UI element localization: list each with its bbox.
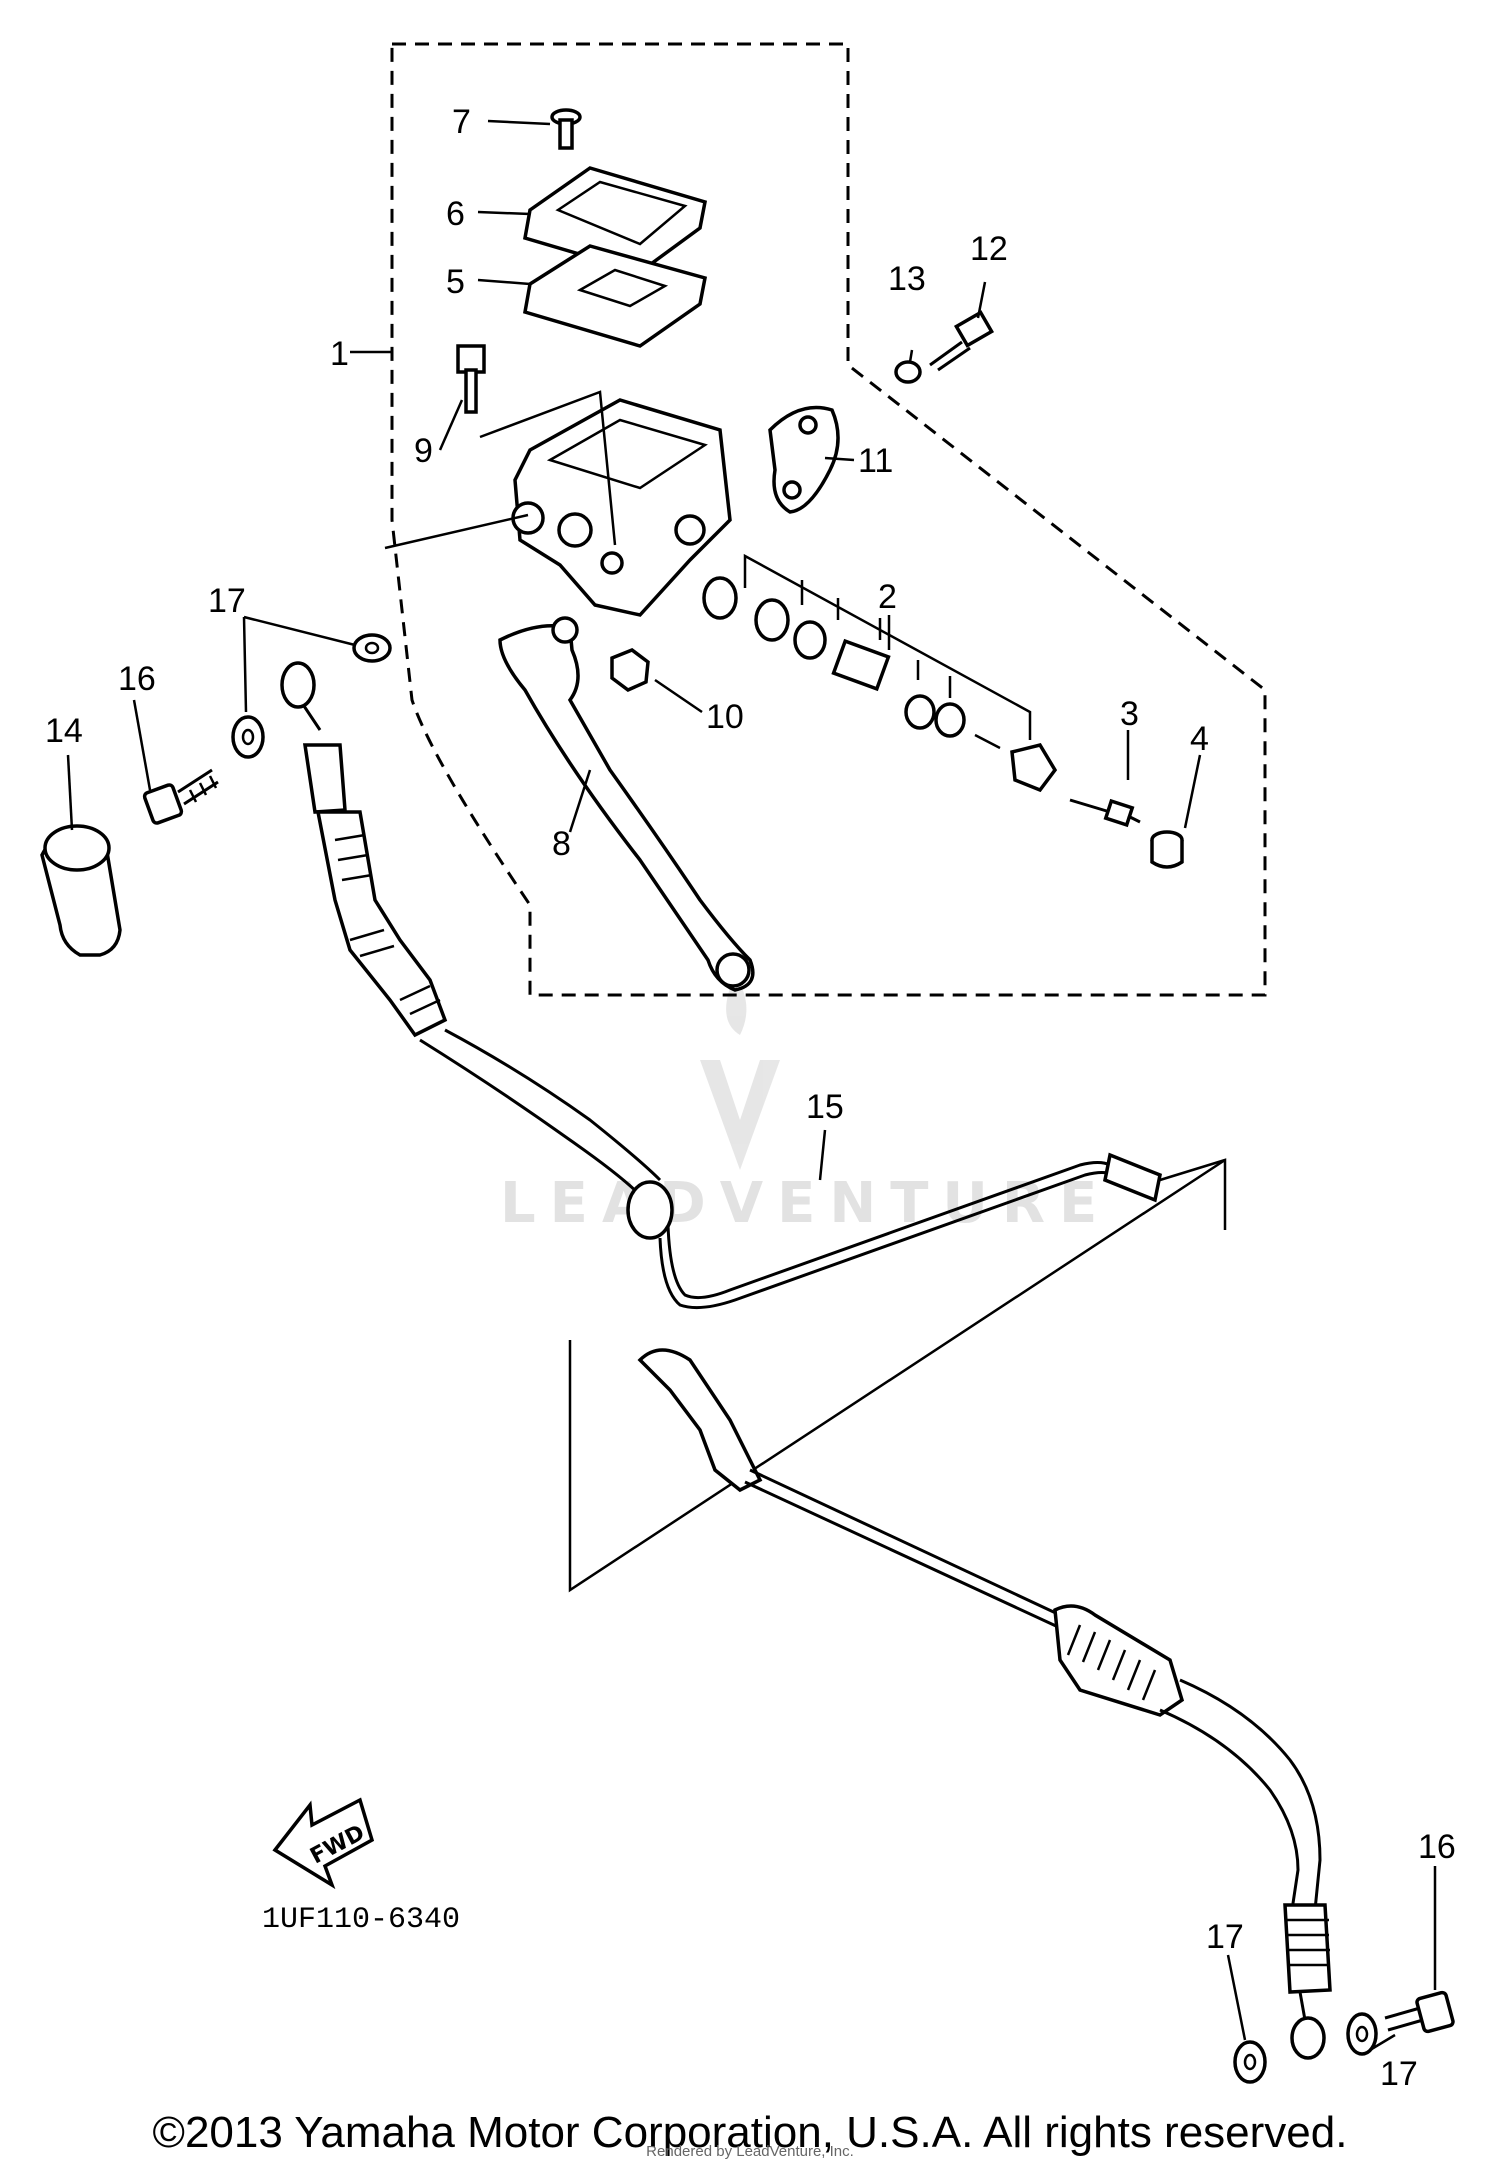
catalog-code: 1UF110-6340 xyxy=(262,1903,460,1937)
part-label-16-bottom: 16 xyxy=(1418,1828,1456,1866)
mounting-bolt xyxy=(456,344,486,414)
lower-brake-hose xyxy=(637,1348,1332,2060)
brake-lever xyxy=(498,616,755,992)
part-label-17-bottom-right: 17 xyxy=(1380,2055,1418,2093)
part-label-3: 3 xyxy=(1120,695,1139,733)
rubber-cover xyxy=(40,824,122,957)
upper-brake-hose xyxy=(280,661,1163,1310)
watermark-logo xyxy=(700,975,780,1170)
part-label-12: 12 xyxy=(970,230,1008,268)
part-label-13: 13 xyxy=(888,260,926,298)
part-label-2: 2 xyxy=(878,578,897,616)
switch-cap xyxy=(1150,830,1184,869)
master-cylinder-body xyxy=(479,390,732,617)
union-bolt-bottom xyxy=(1384,1990,1455,2034)
part-label-10: 10 xyxy=(706,698,744,736)
clamp-washer xyxy=(894,360,922,384)
reservoir-cap xyxy=(523,166,708,274)
leader-lines xyxy=(66,119,1437,2052)
lever-nut xyxy=(610,648,650,693)
part-label-14: 14 xyxy=(45,712,83,750)
holder-clamp xyxy=(768,405,840,514)
washer-top xyxy=(352,633,392,663)
piston-kit-bracket xyxy=(743,553,1032,740)
part-label-6: 6 xyxy=(446,195,465,233)
watermark-text: LEADVENTURE xyxy=(500,1171,1111,1236)
union-bolt-top xyxy=(142,768,219,825)
fwd-arrow-icon: FWD xyxy=(272,1797,375,1890)
washer-bottom-right xyxy=(1346,2012,1378,2056)
part-label-7: 7 xyxy=(452,103,471,141)
part-label-5: 5 xyxy=(446,263,465,301)
part-label-9: 9 xyxy=(414,432,433,470)
part-label-17-bottom-left: 17 xyxy=(1206,1918,1244,1956)
part-label-15: 15 xyxy=(806,1088,844,1126)
copyright-notice: ©2013 Yamaha Motor Corporation, U.S.A. A… xyxy=(152,2108,1348,2157)
part-label-1: 1 xyxy=(330,335,349,373)
washer-bottom-left xyxy=(1233,2040,1267,2084)
piston-kit xyxy=(702,576,1058,793)
lower-connector xyxy=(568,1158,1226,1593)
cap-screw xyxy=(550,108,582,150)
diaphragm xyxy=(523,244,708,348)
part-label-16-top: 16 xyxy=(118,660,156,698)
washer-left xyxy=(231,715,265,759)
rendered-by-note: Rendered by LeadVenture, Inc. xyxy=(646,2143,854,2160)
clamp-bolt xyxy=(929,310,995,372)
part-label-11: 11 xyxy=(858,442,893,480)
part-label-4: 4 xyxy=(1190,720,1209,758)
brake-switch xyxy=(1069,798,1141,828)
part-label-8: 8 xyxy=(552,825,571,863)
part-label-17-top: 17 xyxy=(208,582,246,620)
